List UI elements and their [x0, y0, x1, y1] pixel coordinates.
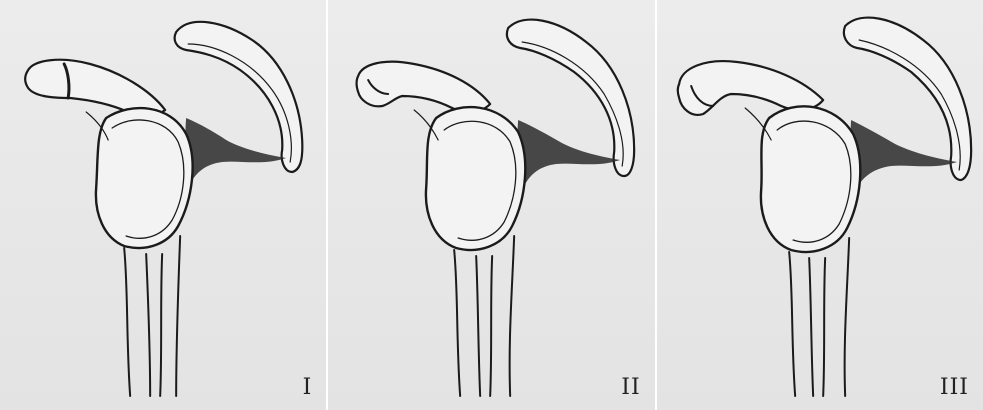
scapula-drawing-type-3	[657, 0, 983, 410]
panel-label-3: III	[940, 375, 969, 400]
panel-label-1: I	[303, 375, 313, 400]
panel-label-2: II	[621, 375, 640, 400]
panel-type-3: III	[657, 0, 983, 410]
panel-type-1: I	[0, 0, 326, 410]
scapula-drawing-type-2	[328, 0, 654, 410]
scapula-drawing-type-1	[0, 0, 326, 410]
panel-type-2: II	[328, 0, 654, 410]
